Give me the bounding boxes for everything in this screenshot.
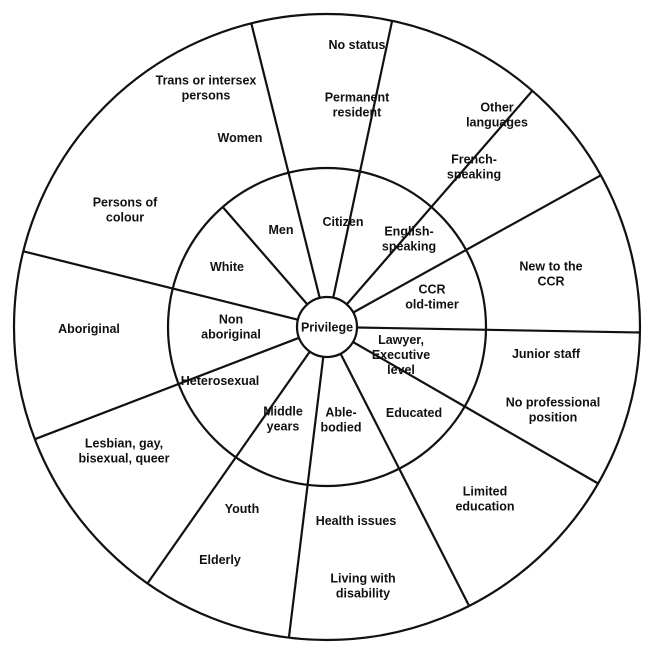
label-able-bodied: Able-bodied	[321, 406, 362, 435]
label-elderly: Elderly	[199, 553, 241, 567]
spoke-5	[356, 326, 641, 334]
spoke-6	[352, 341, 599, 485]
spoke-11	[23, 250, 299, 321]
label-aboriginal: Aboriginal	[58, 322, 120, 336]
center-label: Privilege	[301, 320, 353, 334]
label-english-speaking: English-speaking	[382, 225, 436, 254]
label-health-issues: Health issues	[316, 514, 397, 528]
label-heterosexual: Heterosexual	[181, 374, 260, 388]
label-lgbq: Lesbian, gay,bisexual, queer	[78, 437, 169, 466]
inner-ring	[166, 166, 488, 488]
outer-ring	[12, 12, 642, 642]
label-educated: Educated	[386, 406, 442, 420]
spoke-3	[345, 90, 534, 306]
spoke-1	[250, 23, 321, 299]
spoke-12	[221, 206, 309, 306]
center-hub	[295, 295, 359, 359]
spoke-2	[332, 20, 394, 298]
label-white: White	[210, 260, 244, 274]
label-citizen: Citizen	[323, 215, 364, 229]
label-men: Men	[269, 223, 294, 237]
spoke-8	[287, 356, 325, 638]
spoke-4	[352, 174, 602, 314]
label-junior-staff: Junior staff	[512, 347, 581, 361]
label-women: Women	[218, 131, 263, 145]
spokes	[23, 20, 641, 638]
spoke-9	[146, 350, 311, 585]
label-french-speaking: French-speaking	[447, 153, 501, 182]
spoke-10	[34, 336, 300, 441]
label-youth: Youth	[225, 502, 259, 516]
label-no-status: No status	[329, 38, 386, 52]
spoke-7	[339, 353, 471, 607]
